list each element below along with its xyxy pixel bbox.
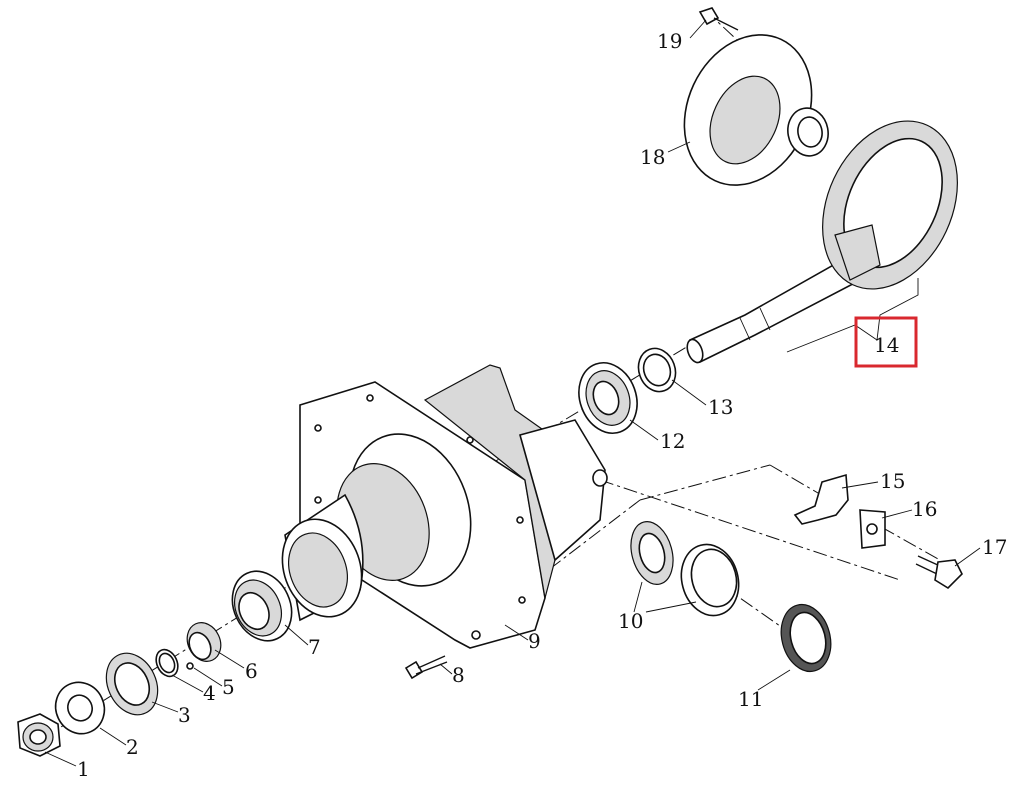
part-16-lock-plate: [859, 509, 886, 549]
callout-13: 13: [708, 395, 733, 419]
callout-6: 6: [245, 659, 258, 683]
callout-14: 14: [874, 333, 899, 357]
part-1-nut: [17, 713, 61, 757]
callout-10: 10: [618, 609, 643, 633]
callout-11: 11: [738, 687, 763, 711]
part-11-lock-nut: [780, 603, 832, 673]
part-13-shim: [637, 347, 677, 393]
callout-18: 18: [640, 145, 665, 169]
callout-17: 17: [982, 535, 1007, 559]
callout-19: 19: [657, 29, 682, 53]
part-6-spacer: [186, 622, 222, 662]
callout-12: 12: [660, 429, 685, 453]
part-2-washer: [54, 681, 106, 735]
part-7-bearing: [231, 570, 293, 642]
part-3-seal: [105, 652, 159, 716]
part-15-bracket: [793, 473, 849, 525]
part-14-bevel-gear-set: [686, 120, 958, 364]
callout-labels: 1 2 3 4 5 6 7 8 9 10 11 12 13 14 15 16 1…: [77, 29, 1007, 781]
part-5-pin: [186, 662, 194, 670]
callout-4: 4: [203, 681, 216, 705]
callout-1: 1: [77, 757, 90, 781]
callout-2: 2: [126, 735, 139, 759]
part-10-bearing-set: [630, 521, 740, 617]
callout-15: 15: [880, 469, 905, 493]
part-18-differential-case: [683, 34, 829, 186]
part-4-o-ring: [155, 648, 179, 678]
leader-lines: [44, 19, 981, 767]
callout-9: 9: [528, 629, 541, 653]
callout-16: 16: [912, 497, 937, 521]
highlight-box: [854, 316, 918, 368]
part-9-housing: [281, 364, 608, 649]
part-17-bolt: [915, 555, 963, 590]
callout-3: 3: [178, 703, 191, 727]
part-12-bearing: [578, 362, 638, 434]
callout-8: 8: [452, 663, 465, 687]
callout-7: 7: [308, 635, 321, 659]
part-8-bolt: [404, 655, 448, 680]
part-19-bolt: [698, 7, 739, 31]
callout-5: 5: [222, 675, 235, 699]
